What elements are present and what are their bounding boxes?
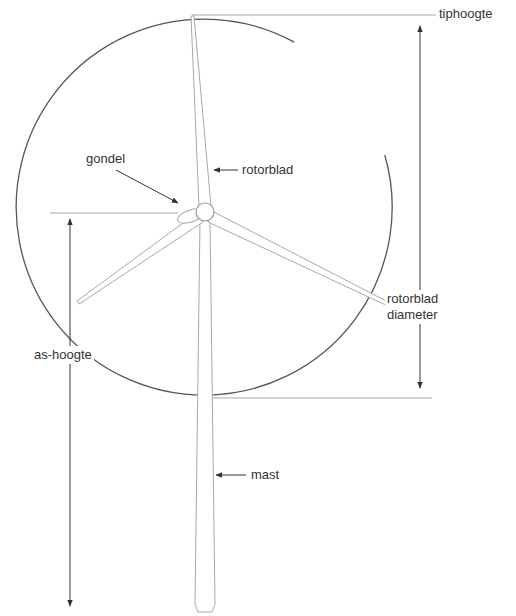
blade-shape [191, 16, 211, 206]
blade-shape [77, 212, 203, 304]
leader-line [216, 475, 246, 476]
diameter-dimension [420, 26, 421, 388]
tip-guide-line [192, 14, 436, 16]
dimension-label: rotorblad diameter [385, 290, 455, 324]
part-label: gondel [86, 151, 125, 167]
leader-line [214, 170, 238, 171]
dimension-label: as-hoogte [32, 346, 94, 364]
blade-shape [208, 211, 392, 307]
part-label: rotorblad [242, 162, 293, 178]
bottom-guide-line [205, 397, 432, 399]
axis-height-dimension [70, 219, 71, 606]
axis-guide-line [50, 212, 178, 214]
mast-shape [195, 220, 215, 612]
part-label: mast [251, 467, 279, 483]
leader-line [116, 170, 178, 203]
dimension-label: tiphoogte [439, 6, 493, 22]
hub-shape [196, 203, 214, 221]
